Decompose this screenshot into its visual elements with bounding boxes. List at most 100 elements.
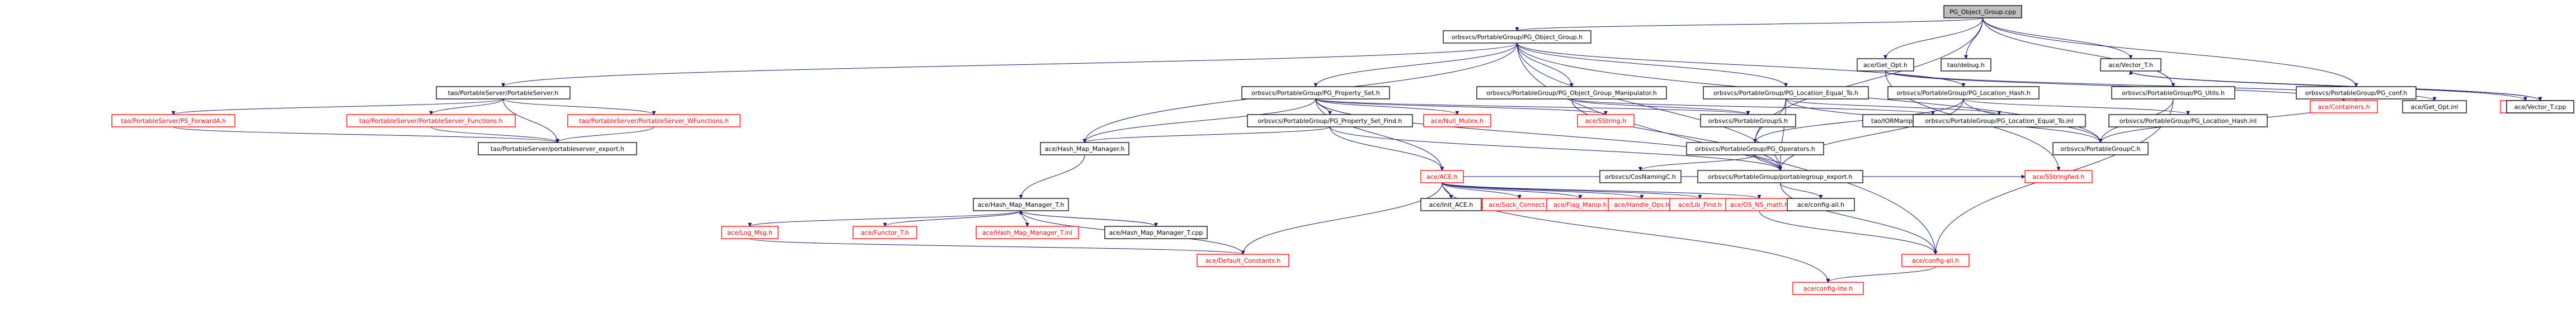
file-node[interactable]: orbsvcs/PortableGroup/PG_conf.h bbox=[2296, 86, 2417, 99]
dependency-edge bbox=[1964, 17, 1983, 59]
file-node[interactable]: tao/PortableServer/PortableServer.h bbox=[436, 86, 571, 99]
file-node-label: ace/Get_Opt.inl bbox=[2411, 103, 2459, 111]
file-node-box bbox=[2296, 86, 2417, 99]
file-node-box bbox=[1247, 114, 1413, 127]
file-node[interactable]: ace/Functor_T.h bbox=[853, 226, 917, 239]
file-node[interactable]: ace/config-all.h bbox=[1787, 198, 1855, 211]
file-node[interactable]: ace/config-all.h bbox=[1901, 254, 1970, 267]
file-node[interactable]: ace/Flag_Manip.h bbox=[1546, 198, 1614, 211]
file-node[interactable]: ace/Vector_T.h bbox=[2100, 58, 2161, 72]
file-node-label: ace/SString.h bbox=[1585, 117, 1627, 125]
file-node[interactable]: orbsvcs/PortableGroup/PG_Property_Set.h bbox=[1241, 86, 1390, 99]
file-node-label: ace/Hash_Map_Manager_T.inl bbox=[982, 229, 1072, 236]
file-node: PG_Object_Group.cpp bbox=[1943, 5, 2022, 18]
dependency-edge bbox=[1082, 126, 1330, 143]
file-node[interactable]: ace/Hash_Map_Manager_T.inl bbox=[976, 226, 1079, 239]
file-node[interactable]: ace/Hash_Map_Manager_T.cpp bbox=[1104, 226, 1208, 239]
dependency-edge bbox=[1982, 17, 2133, 59]
file-node[interactable]: tao/PortableServer/PS_ForwardA.h bbox=[111, 114, 236, 127]
file-node-box bbox=[346, 114, 516, 127]
file-node-label: ace/Hash_Map_Manager_T.h bbox=[978, 201, 1065, 208]
file-node[interactable]: ace/Handle_Ops.h bbox=[1608, 198, 1676, 211]
file-node[interactable]: ace/Null_Mutex.h bbox=[1423, 114, 1491, 127]
file-node[interactable]: orbsvcs/PortableGroup/PG_Operators.h bbox=[1686, 142, 1824, 155]
file-node-label: tao/PortableServer/portableserver_export… bbox=[491, 145, 624, 153]
file-node[interactable]: ace/OS_NS_math.h bbox=[1725, 198, 1793, 211]
file-node-label: ace/config-all.h bbox=[1912, 257, 1959, 264]
file-node[interactable]: orbsvcs/PortableGroup/PG_Utils.h bbox=[2111, 86, 2235, 99]
file-node-label: orbsvcs/CosNamingC.h bbox=[1605, 173, 1676, 181]
file-node-label: orbsvcs/PortableGroup/PG_conf.h bbox=[2305, 89, 2407, 97]
file-node[interactable]: ace/Lib_Find.h bbox=[1669, 198, 1731, 211]
file-node[interactable]: ace/Hash_Map_Manager.h bbox=[1040, 142, 1129, 155]
file-node[interactable]: tao/debug.h bbox=[1941, 58, 1991, 72]
file-node-label: orbsvcs/PortableGroup/PG_Property_Set_Fi… bbox=[1258, 117, 1402, 125]
file-node-label: orbsvcs/PortableGroup/PG_Location_Hash.h bbox=[1896, 89, 2030, 97]
file-node[interactable]: orbsvcs/PortableGroupS.h bbox=[1700, 114, 1796, 127]
dependency-edge bbox=[1442, 182, 1522, 199]
file-node[interactable]: orbsvcs/PortableGroup/portablegroup_expo… bbox=[1697, 170, 1863, 183]
file-node[interactable]: ace/Get_Opt.inl bbox=[2402, 100, 2467, 113]
file-node-label: orbsvcs/PortableGroup/portablegroup_expo… bbox=[1708, 173, 1852, 181]
file-node-label: ace/Flag_Manip.h bbox=[1553, 201, 1607, 208]
file-node[interactable]: tao/PortableServer/PortableServer_WFunct… bbox=[567, 114, 741, 127]
file-node[interactable]: ace/Sock_Connect.h bbox=[1482, 198, 1557, 211]
file-node[interactable]: orbsvcs/CosNamingC.h bbox=[1599, 170, 1682, 183]
dependency-edge bbox=[429, 98, 503, 115]
file-node[interactable]: tao/PortableServer/PortableServer_Functi… bbox=[346, 114, 516, 127]
dependency-edge bbox=[1442, 182, 1644, 199]
dependency-edge bbox=[1982, 17, 2358, 87]
dependency-edge bbox=[1780, 182, 1823, 199]
file-node[interactable]: ace/ACE.h bbox=[1420, 170, 1464, 183]
dependency-edge bbox=[1883, 17, 1983, 59]
file-node[interactable]: orbsvcs/PortableGroup/PG_Location_Equal_… bbox=[1703, 86, 1869, 99]
file-node-box bbox=[853, 226, 917, 239]
file-node[interactable]: ace/Init_ACE.h bbox=[1420, 198, 1482, 211]
file-node-box bbox=[2100, 58, 2161, 72]
file-node-label: tao/PortableServer/PS_ForwardA.h bbox=[121, 117, 226, 125]
file-node[interactable]: orbsvcs/PortableGroup/PG_Property_Set_Fi… bbox=[1247, 114, 1413, 127]
file-node-box bbox=[1697, 170, 1863, 183]
file-node[interactable]: ace/SStringfwd.h bbox=[2024, 170, 2093, 183]
dependency-edge bbox=[883, 210, 1021, 227]
file-node[interactable]: orbsvcs/PortableGroupC.h bbox=[2052, 142, 2149, 155]
file-node-label: ace/Sock_Connect.h bbox=[1489, 201, 1551, 208]
file-node-label: tao/PortableServer/PortableServer.h bbox=[448, 89, 559, 97]
file-node-label: ace/Handle_Ops.h bbox=[1614, 201, 1669, 208]
file-node[interactable]: orbsvcs/PortableGroup/PG_Object_Group.h bbox=[1443, 30, 1591, 44]
file-node[interactable]: orbsvcs/PortableGroup/PG_Location_Hash.h bbox=[1887, 86, 2040, 99]
file-node-box bbox=[2506, 100, 2574, 113]
file-node-label: ace/Lib_Find.h bbox=[1678, 201, 1722, 208]
file-node[interactable]: ace/Containers.h bbox=[2310, 100, 2378, 113]
file-node[interactable]: ace/SString.h bbox=[1577, 114, 1635, 127]
dependency-edge bbox=[1778, 98, 1964, 171]
file-node-box bbox=[1901, 254, 1970, 267]
file-node[interactable]: orbsvcs/PortableGroup/PG_Location_Hash.i… bbox=[2108, 114, 2268, 127]
file-node[interactable]: tao/PortableServer/portableserver_export… bbox=[478, 142, 637, 155]
dependency-edge bbox=[1082, 98, 1316, 143]
file-node[interactable]: ace/Log_Msg.h bbox=[721, 226, 779, 239]
file-node-label: orbsvcs/PortableGroup/PG_Object_Group_Ma… bbox=[1486, 89, 1657, 97]
file-node-box bbox=[721, 226, 779, 239]
dependency-edge bbox=[501, 42, 1518, 87]
file-node[interactable]: ace/Default_Constants.h bbox=[1197, 254, 1289, 267]
file-node-box bbox=[1787, 198, 1855, 211]
file-node[interactable]: ace/config-lite.h bbox=[1792, 282, 1864, 295]
file-node[interactable]: ace/Get_Opt.h bbox=[1857, 58, 1914, 72]
file-node[interactable]: orbsvcs/PortableGroup/PG_Object_Group_Ma… bbox=[1476, 86, 1667, 99]
dependency-edge bbox=[1313, 42, 1518, 87]
file-node-label: ace/Functor_T.h bbox=[861, 229, 909, 236]
dependency-edge bbox=[1315, 98, 1750, 115]
file-node[interactable]: orbsvcs/PortableGroup/PG_Location_Equal_… bbox=[1913, 114, 2086, 127]
file-node-label: ace/Null_Mutex.h bbox=[1431, 117, 1484, 125]
file-node-label: ace/Vector_T.cpp bbox=[2514, 103, 2566, 111]
dependency-edge bbox=[1315, 98, 1608, 115]
file-node-label: tao/PortableServer/PortableServer_Functi… bbox=[359, 117, 503, 125]
file-node[interactable]: ace/Hash_Map_Manager_T.h bbox=[973, 198, 1069, 211]
file-node-label: ace/config-all.h bbox=[1797, 201, 1844, 208]
file-node[interactable]: ace/Vector_T.cpp bbox=[2506, 100, 2574, 113]
dependency-edge bbox=[503, 98, 559, 143]
dependency-edge bbox=[1315, 98, 1444, 171]
dependency-edge bbox=[1442, 182, 1762, 199]
file-node-label: PG_Object_Group.cpp bbox=[1949, 8, 2016, 16]
